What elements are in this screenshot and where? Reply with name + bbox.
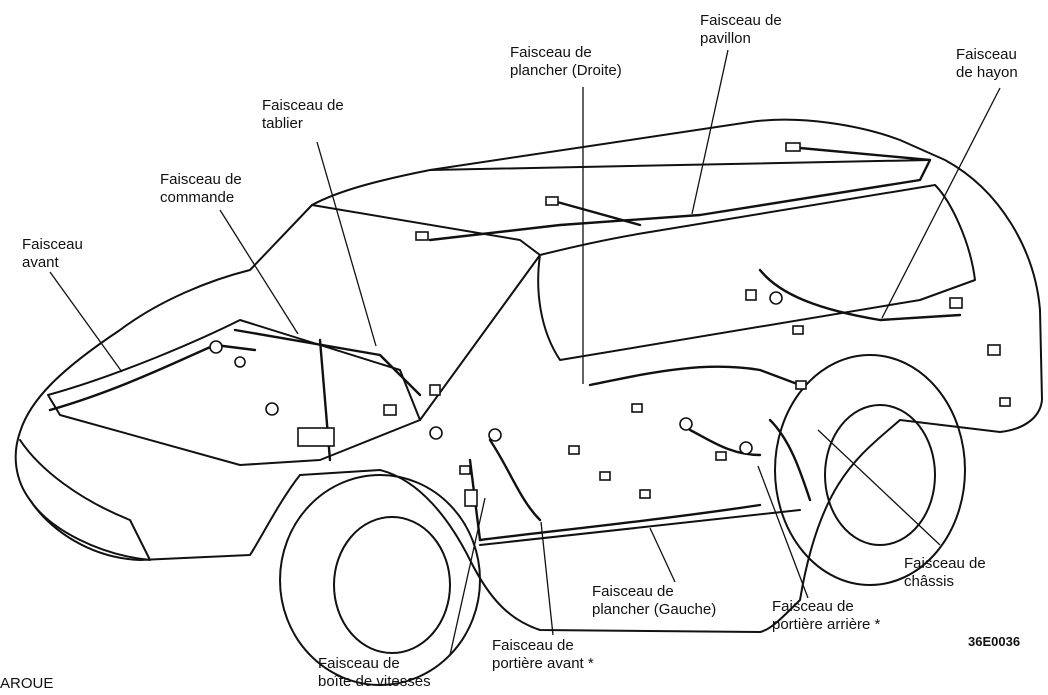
connector: [415, 231, 429, 241]
leader-portiere-arriere: [757, 465, 809, 599]
connector: [429, 426, 443, 440]
front-bumper: [19, 439, 151, 561]
harness-roof-branch: [548, 198, 642, 227]
harness-rear-door: [688, 428, 762, 457]
leader-chassis: [817, 429, 941, 546]
label-faisceau-avant: Faisceau avant: [22, 236, 83, 271]
front-wheel-inner: [333, 516, 451, 654]
connector: [987, 344, 1001, 356]
harness-chassis: [768, 418, 812, 502]
connector: [715, 451, 727, 461]
roof-rail: [429, 159, 931, 171]
footnote-fragment: AROUE: [0, 675, 54, 692]
label-faisceau-plancher-droite: Faisceau de plancher (Droite): [510, 44, 622, 79]
harness-floor-right: [588, 365, 802, 387]
connector: [949, 297, 963, 309]
label-faisceau-chassis: Faisceau de châssis: [904, 555, 986, 590]
connector: [599, 471, 611, 481]
label-faisceau-commande: Faisceau de commande: [160, 171, 242, 206]
connector: [464, 489, 478, 507]
vehicle-body-outline: [14, 118, 1043, 633]
harness-front-door: [488, 438, 542, 522]
leader-pavillon: [691, 49, 729, 215]
harness-hatch: [758, 268, 962, 322]
connector: [999, 397, 1011, 407]
leader-plancher-gauche: [649, 527, 676, 583]
connector: [459, 465, 471, 475]
connector: [792, 325, 804, 335]
label-faisceau-pavillon: Faisceau de pavillon: [700, 12, 782, 47]
connector: [209, 340, 223, 354]
connector: [234, 356, 246, 368]
label-faisceau-boite-vitesses: Faisceau de boîte de vitesses: [318, 655, 431, 690]
harness-front: [48, 343, 257, 412]
leader-portiere-avant: [540, 521, 554, 636]
rear-wheel: [774, 354, 966, 586]
windshield-outline: [311, 204, 541, 421]
connector: [265, 402, 279, 416]
leader-tablier: [316, 141, 377, 347]
leader-lines: [49, 49, 1001, 656]
connector: [679, 417, 693, 431]
harness-roof: [428, 146, 932, 242]
connector: [769, 291, 783, 305]
label-faisceau-tablier: Faisceau de tablier: [262, 97, 344, 132]
connector: [795, 380, 807, 390]
connector: [429, 384, 441, 396]
connector: [631, 403, 643, 413]
leader-hayon: [881, 87, 1001, 319]
connector: [383, 404, 397, 416]
rear-wheel-inner: [824, 404, 936, 546]
connector: [745, 289, 757, 301]
label-faisceau-portiere-avant: Faisceau de portière avant *: [492, 637, 594, 672]
door-sill: [479, 509, 801, 546]
front-wheel: [279, 474, 481, 686]
label-faisceau-hayon: Faisceau de hayon: [956, 46, 1018, 81]
connectors: [209, 142, 1011, 507]
harness-wires: [48, 146, 962, 542]
connector: [488, 428, 502, 442]
connector: [739, 441, 753, 455]
figure-code: 36E0036: [968, 634, 1021, 649]
connector: [785, 142, 801, 152]
connector: [297, 427, 335, 447]
leader-avant: [49, 271, 123, 373]
label-faisceau-plancher-gauche: Faisceau de plancher (Gauche): [592, 583, 717, 618]
connector: [568, 445, 580, 455]
connector: [639, 489, 651, 499]
harness-floor-left: [478, 503, 762, 542]
side-window-outline: [537, 184, 976, 361]
hood-outline: [47, 319, 421, 466]
leader-commande: [219, 209, 299, 335]
connector: [545, 196, 559, 206]
leader-boite-vitesses: [449, 497, 486, 656]
label-faisceau-portiere-arriere: Faisceau de portière arrière *: [772, 598, 881, 633]
harness-command: [233, 328, 422, 397]
